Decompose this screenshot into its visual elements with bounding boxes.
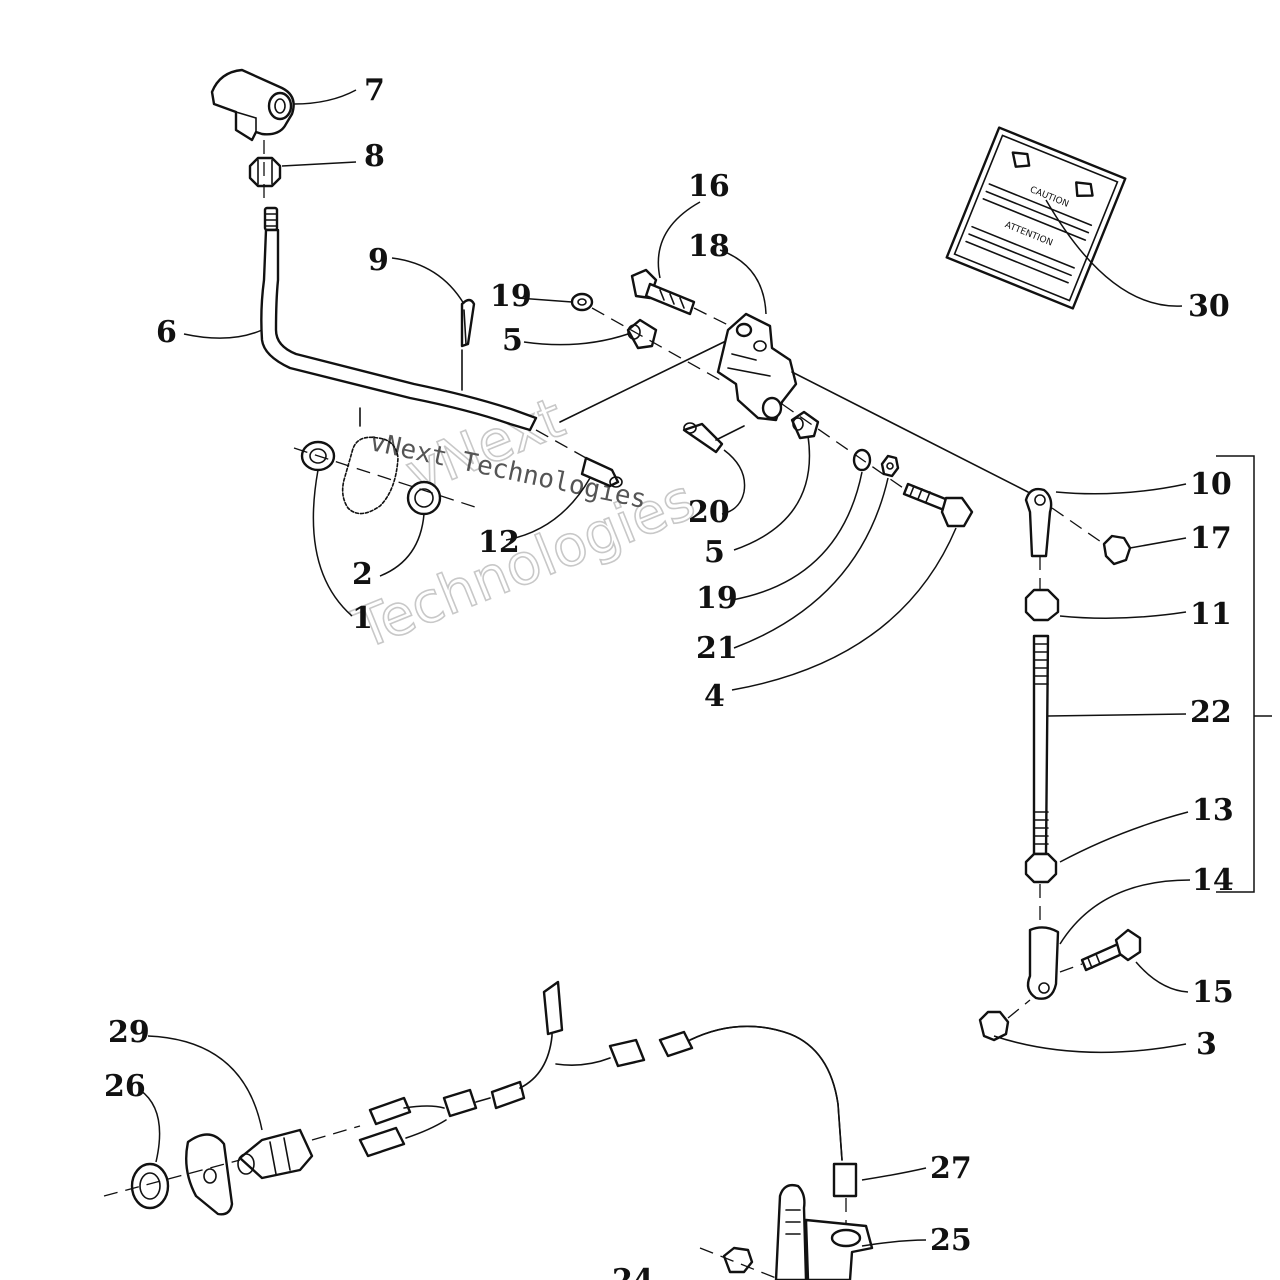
part-13-jam-nut-lower bbox=[1024, 852, 1058, 884]
part-21-lockwasher bbox=[880, 454, 900, 478]
part-16-bolt bbox=[630, 268, 696, 316]
part-5-spacer-lower bbox=[790, 410, 820, 440]
part-harness-connectors bbox=[358, 980, 843, 1161]
callout-8: 8 bbox=[364, 139, 385, 174]
part-7-handle-grip bbox=[210, 68, 295, 142]
part-2-washer bbox=[406, 480, 442, 516]
callout-27: 27 bbox=[930, 1151, 972, 1186]
part-11-jam-nut-upper bbox=[1024, 588, 1060, 622]
callout-22: 22 bbox=[1190, 695, 1232, 730]
callout-numbers: 7 8 9 6 19 5 16 18 30 1 2 12 20 5 19 21 … bbox=[104, 73, 1234, 1280]
callout-2: 2 bbox=[352, 557, 373, 592]
callout-18: 18 bbox=[688, 229, 730, 264]
part-18-bracket bbox=[716, 312, 798, 422]
part-22-threaded-rod bbox=[1032, 634, 1050, 856]
part-10-rod-end-upper bbox=[1024, 487, 1053, 558]
callout-26: 26 bbox=[104, 1069, 146, 1104]
callout-20: 20 bbox=[688, 495, 730, 530]
part-6-shift-lever bbox=[260, 206, 538, 432]
callout-25: 25 bbox=[930, 1223, 972, 1258]
part-26-seal-ring bbox=[130, 1162, 170, 1210]
callout-21: 21 bbox=[696, 631, 738, 666]
callout-13: 13 bbox=[1192, 793, 1234, 828]
callout-11: 11 bbox=[1190, 597, 1232, 632]
part-8-nut bbox=[248, 156, 282, 188]
part-14-rod-end-lower bbox=[1026, 926, 1060, 1000]
part-pin-lower bbox=[580, 456, 623, 488]
callout-19-upper: 19 bbox=[490, 279, 532, 314]
callout-10: 10 bbox=[1190, 467, 1232, 502]
part-9-cotter-pin bbox=[460, 298, 476, 348]
callout-30: 30 bbox=[1188, 289, 1230, 324]
callout-17: 17 bbox=[1190, 521, 1232, 556]
callout-19-lower: 19 bbox=[696, 581, 738, 616]
part-29-switch bbox=[237, 1128, 314, 1180]
callout-5-upper: 5 bbox=[502, 323, 523, 358]
part-mount-plate bbox=[185, 1133, 234, 1216]
callout-9: 9 bbox=[368, 243, 389, 278]
part-25-mount-bracket bbox=[774, 1183, 874, 1280]
part-27-sensor bbox=[832, 1162, 858, 1226]
part-17-nut bbox=[1102, 534, 1132, 566]
callout-6: 6 bbox=[156, 315, 177, 350]
part-24-nut bbox=[722, 1246, 754, 1274]
callout-3: 3 bbox=[1196, 1027, 1217, 1062]
callout-7: 7 bbox=[364, 73, 385, 108]
callout-24: 24 bbox=[612, 1263, 654, 1280]
assembly-bracket bbox=[1216, 455, 1272, 893]
callout-1: 1 bbox=[352, 601, 373, 636]
part-12-pivot-plate bbox=[341, 407, 399, 515]
part-5-spacer-upper bbox=[626, 318, 658, 350]
callout-16: 16 bbox=[688, 169, 730, 204]
part-4-bolt bbox=[902, 482, 974, 528]
callout-14: 14 bbox=[1192, 863, 1234, 898]
part-3-nut bbox=[978, 1010, 1010, 1042]
part-20-pin bbox=[682, 422, 724, 454]
callout-15: 15 bbox=[1192, 975, 1234, 1010]
callout-5-lower: 5 bbox=[704, 535, 725, 570]
callout-29: 29 bbox=[108, 1015, 150, 1050]
part-30-decal: CAUTION ATTENTION bbox=[945, 126, 1127, 310]
part-15-bolt bbox=[1080, 928, 1142, 972]
part-19-washer-upper bbox=[570, 292, 594, 312]
callout-12: 12 bbox=[478, 525, 520, 560]
leader-lines bbox=[139, 89, 1191, 1247]
callout-4: 4 bbox=[704, 679, 725, 714]
